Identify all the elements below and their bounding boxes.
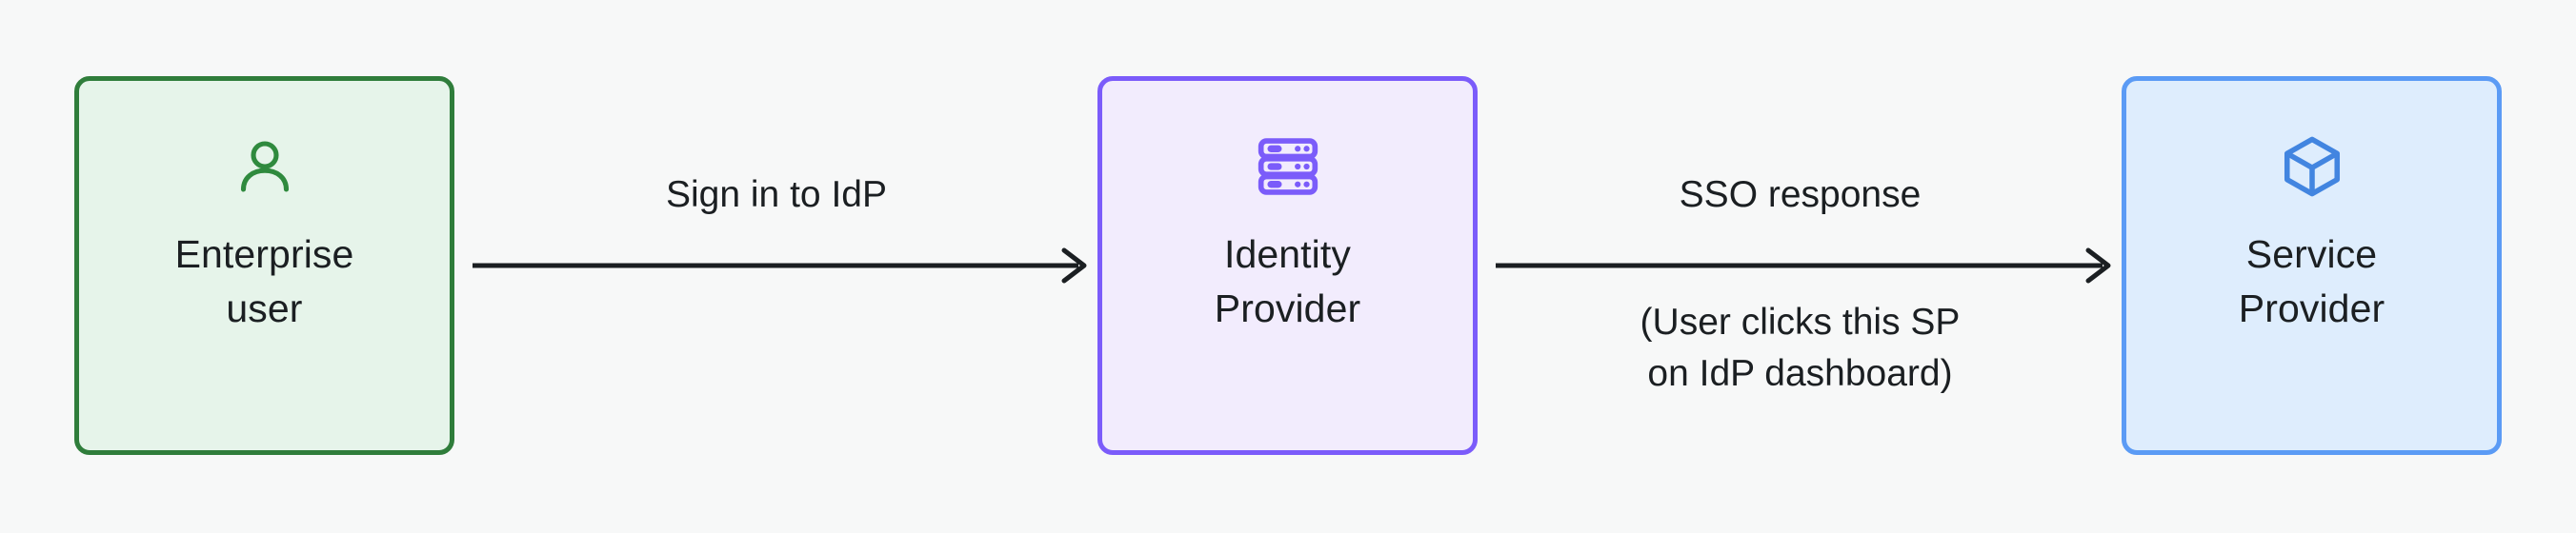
- node-label-service-provider: Service Provider: [2238, 232, 2385, 330]
- edge-label-sso-response-note: (User clicks this SP on IdP dashboard): [1640, 302, 1961, 394]
- arrow-user-to-idp: [473, 247, 1087, 284]
- node-enterprise-user[interactable]: Enterprise user: [74, 76, 454, 455]
- person-icon: [231, 130, 299, 203]
- edge-label-sign-in-to-idp: Sign in to IdP: [666, 174, 887, 215]
- node-service-provider[interactable]: Service Provider: [2122, 76, 2502, 455]
- node-label-enterprise-user: Enterprise user: [174, 232, 354, 330]
- node-label-identity-provider: Identity Provider: [1214, 232, 1361, 330]
- node-identity-provider[interactable]: Identity Provider: [1097, 76, 1478, 455]
- arrow-idp-to-sp: [1496, 247, 2111, 284]
- edge-user-to-idp: Sign in to IdP: [454, 0, 1098, 533]
- cube-icon: [2279, 130, 2345, 203]
- server-rack-icon: [1256, 130, 1320, 203]
- edge-label-sso-response: SSO response: [1679, 174, 1922, 215]
- edge-idp-to-sp: SSO response (User clicks this SP on IdP…: [1478, 0, 2123, 533]
